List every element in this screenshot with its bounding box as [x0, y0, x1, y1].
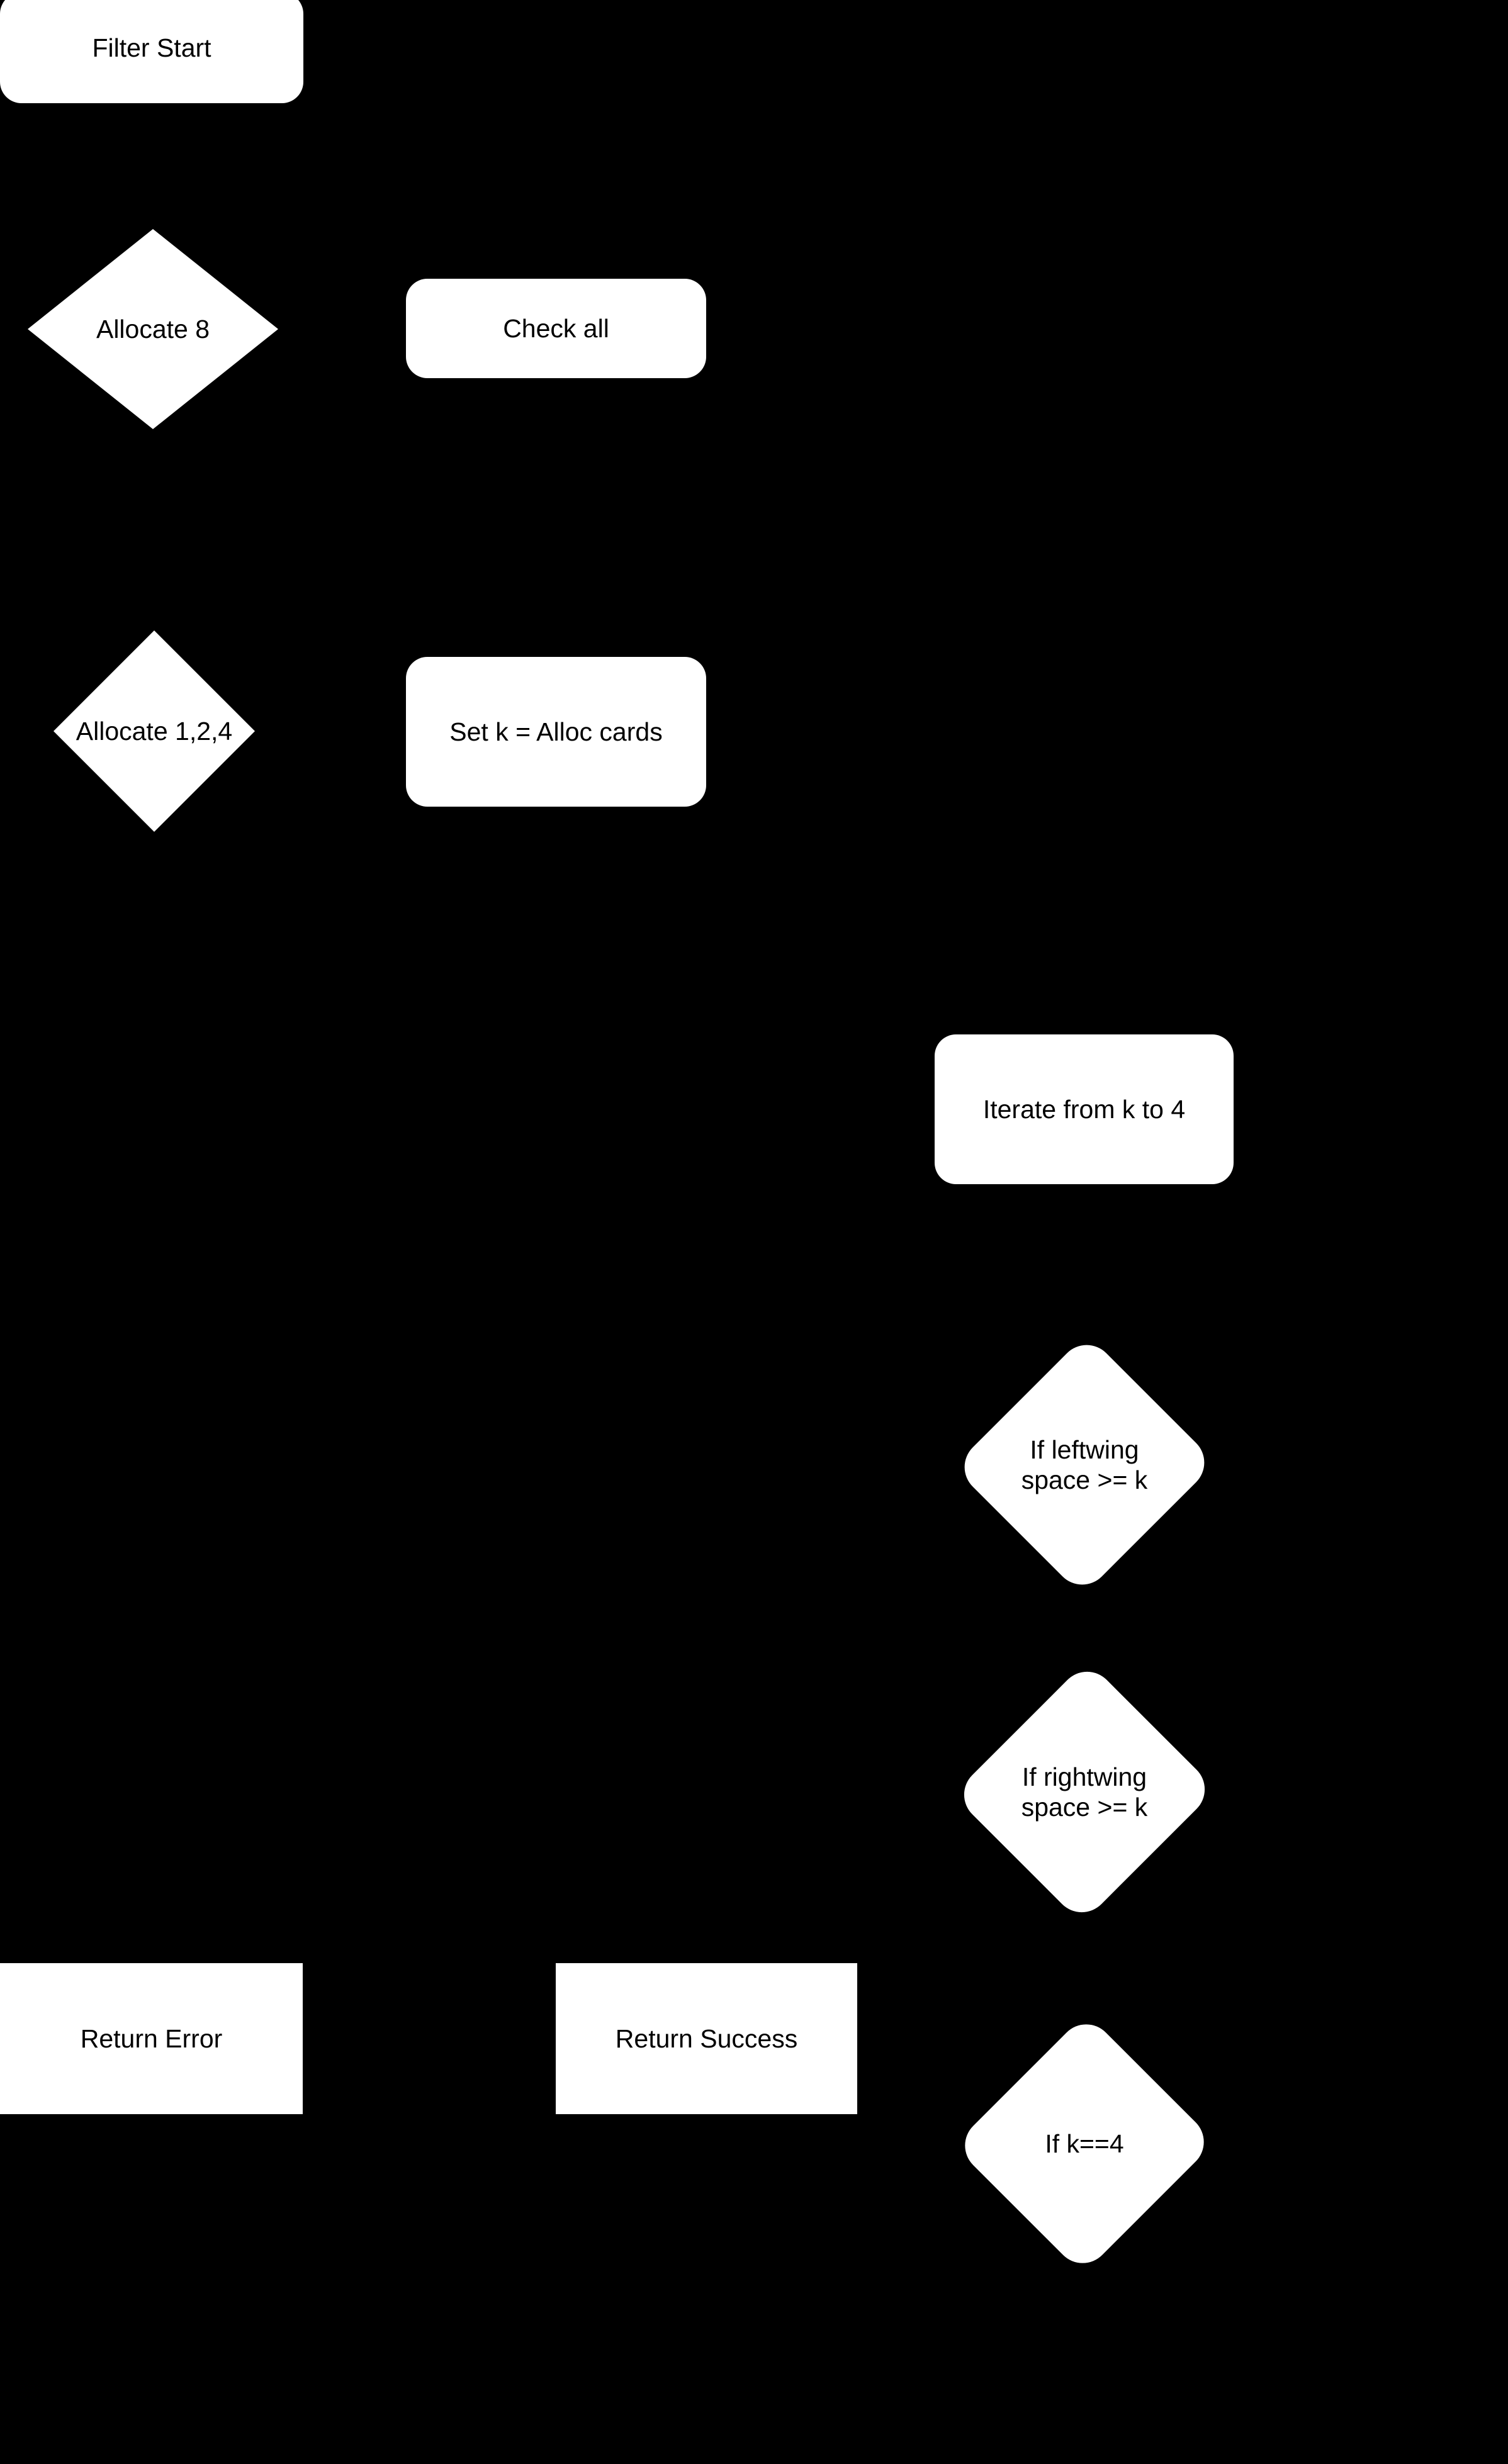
flow-node-return-error[interactable]: Return Error	[0, 1963, 303, 2114]
flow-node-shape-allocate-1-2-4	[53, 630, 255, 832]
flow-node-label-return-success: Return Success	[616, 2024, 797, 2054]
flow-node-label-line: Iterate from k to 4	[982, 1094, 1186, 1124]
flow-node-label-line: Return Error	[80, 2024, 223, 2053]
flow-node-check-all[interactable]: Check all	[406, 279, 706, 378]
flow-node-label-line: Set k = Alloc cards	[449, 717, 663, 746]
flow-node-shape-if-rightwing-space	[952, 1660, 1217, 1924]
flow-node-allocate-8[interactable]: Allocate 8	[28, 229, 278, 429]
flow-node-shape-if-leftwing-space	[953, 1333, 1216, 1596]
flow-node-return-success[interactable]: Return Success	[556, 1963, 857, 2114]
flow-node-allocate-1-2-4[interactable]: Allocate 1,2,4	[53, 630, 255, 832]
flow-node-label-line: Return Success	[615, 2024, 798, 2053]
flow-node-label-filter-start: Filter Start	[92, 33, 211, 63]
flow-node-shape-allocate-8	[28, 229, 278, 429]
flow-node-label-line: Filter Start	[92, 33, 211, 62]
flow-node-filter-start[interactable]: Filter Start	[0, 0, 303, 103]
flow-node-iterate-from-k-to-4[interactable]: Iterate from k to 4	[935, 1034, 1234, 1184]
flow-node-label-return-error: Return Error	[81, 2024, 223, 2054]
flow-node-label-set-k-alloc-cards: Set k = Alloc cards	[449, 717, 662, 747]
flow-node-label-check-all: Check all	[503, 313, 609, 344]
flow-node-set-k-alloc-cards[interactable]: Set k = Alloc cards	[406, 657, 706, 807]
flow-node-label-line: Check all	[503, 313, 609, 343]
flow-node-shape-if-k-equals-4	[954, 2013, 1215, 2275]
flow-node-if-k-equals-4[interactable]: If k==4	[954, 2013, 1215, 2275]
flow-node-label-iterate-from-k-to-4: Iterate from k to 4	[983, 1094, 1185, 1124]
